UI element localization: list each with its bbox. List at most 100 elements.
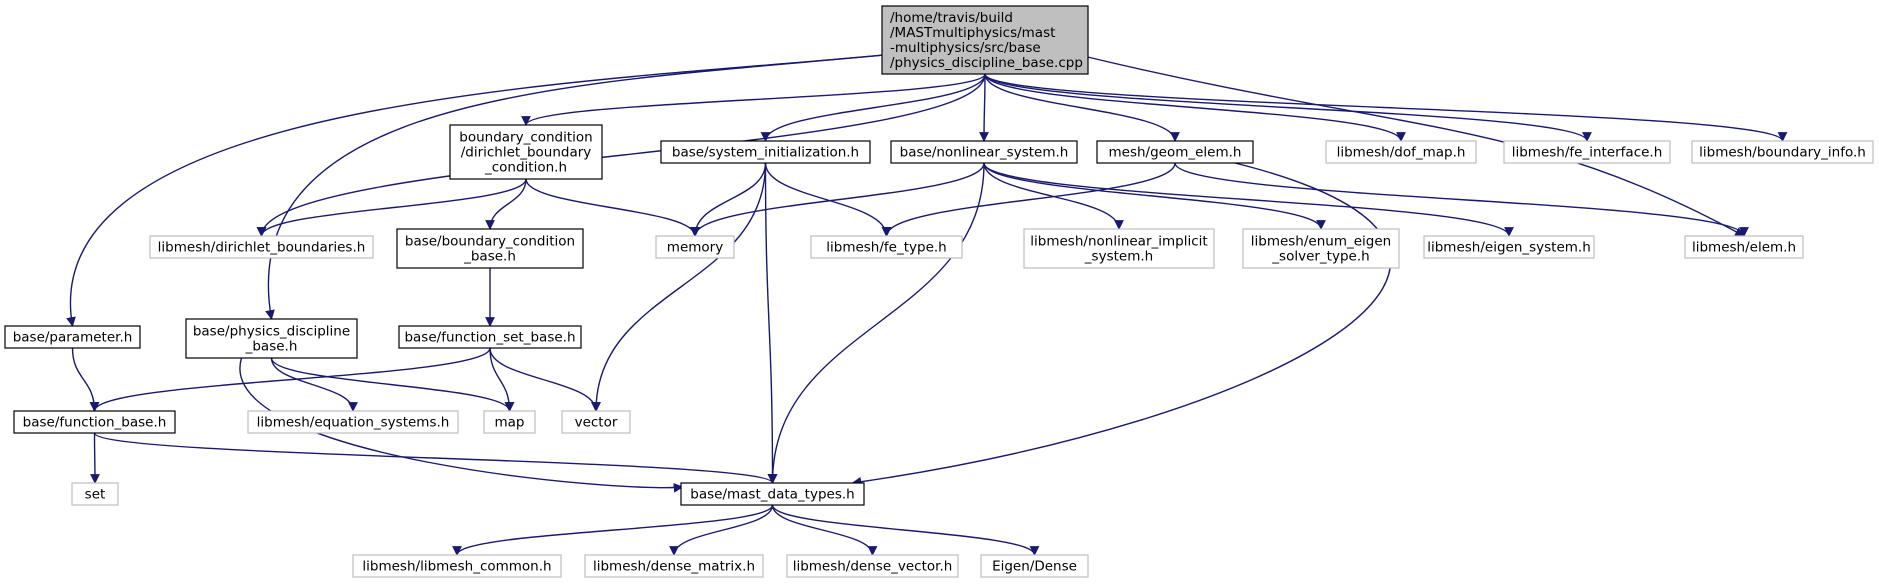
edge-root-to-parameter bbox=[66, 53, 896, 327]
node-box bbox=[396, 228, 584, 269]
node-label-line: _solver_type.h bbox=[1271, 249, 1369, 265]
node-root[interactable]: /home/travis/build/MASTmultiphysics/mast… bbox=[881, 5, 1089, 75]
node-box bbox=[655, 235, 735, 259]
node-label-line: mesh/geom_elem.h bbox=[1109, 145, 1242, 161]
node-dof-map: libmesh/dof_map.h bbox=[1325, 140, 1477, 164]
edge-geom_elem-to-mast_data_types bbox=[851, 162, 1392, 487]
node-box bbox=[247, 410, 459, 434]
node-box bbox=[1023, 228, 1215, 269]
node-label-line: base/function_set_base.h bbox=[404, 330, 575, 346]
edge-mast_data_types-to-dense_matrix bbox=[669, 504, 774, 556]
node-label-line: /MASTmultiphysics/mast bbox=[890, 25, 1055, 41]
node-bc-base[interactable]: base/boundary_condition_base.h bbox=[396, 228, 584, 269]
node-box bbox=[1691, 140, 1874, 164]
node-box bbox=[13, 410, 176, 434]
node-label-line: vector bbox=[575, 415, 618, 431]
edge-root-to-nonlinear bbox=[979, 73, 989, 142]
node-elem: libmesh/elem.h bbox=[1684, 235, 1804, 259]
edge-bc_dirichlet-to-bc_base bbox=[485, 178, 527, 230]
edge-function_base-to-set bbox=[90, 432, 100, 484]
node-dense-vector: libmesh/dense_vector.h bbox=[786, 554, 959, 578]
node-box bbox=[1684, 235, 1804, 259]
edge-function_set-to-function_base bbox=[89, 347, 491, 412]
node-box bbox=[483, 410, 536, 434]
edge-sys_init-to-vector bbox=[591, 162, 767, 412]
edge-sys_init-to-fe_type bbox=[764, 162, 892, 237]
node-box bbox=[398, 325, 582, 349]
node-label-line: /dirichlet_boundary bbox=[461, 145, 592, 161]
node-memory: memory bbox=[655, 235, 735, 259]
node-box bbox=[4, 325, 141, 349]
node-dirichlet-boundaries: libmesh/dirichlet_boundaries.h bbox=[149, 235, 374, 259]
node-label-line: libmesh/dense_vector.h bbox=[793, 559, 953, 575]
edge-nonlinear-to-memory bbox=[690, 162, 985, 237]
node-physics-h[interactable]: base/physics_discipline_base.h bbox=[185, 318, 358, 359]
node-eigen-system: libmesh/eigen_system.h bbox=[1423, 235, 1595, 259]
node-eigen-dense: Eigen/Dense bbox=[980, 554, 1089, 578]
edge-mast_data_types-to-eigen_dense bbox=[771, 504, 1040, 556]
node-function-base[interactable]: base/function_base.h bbox=[13, 410, 176, 434]
node-box bbox=[1423, 235, 1595, 259]
edge-root-to-physics_h bbox=[265, 53, 896, 320]
node-label-line: memory bbox=[667, 240, 723, 256]
edge-physics_h-to-mast_data_types bbox=[239, 357, 684, 493]
node-box bbox=[185, 318, 358, 359]
node-bc-dirichlet[interactable]: boundary_condition/dirichlet_boundary_co… bbox=[449, 124, 603, 180]
node-box bbox=[1242, 228, 1400, 269]
node-label-line: boundary_condition bbox=[459, 130, 593, 146]
node-label-line: libmesh/nonlinear_implicit bbox=[1030, 234, 1207, 250]
node-dense-matrix: libmesh/dense_matrix.h bbox=[584, 554, 764, 578]
node-label-line: libmesh/fe_interface.h bbox=[1512, 145, 1663, 161]
edge-physics_h-to-map bbox=[270, 357, 515, 412]
node-label-line: /home/travis/build bbox=[890, 10, 1013, 26]
edge-nonlinear-to-eigen_system bbox=[983, 162, 1514, 237]
edge-root-to-dirichlet_boundaries bbox=[256, 73, 986, 237]
node-box bbox=[1503, 140, 1671, 164]
node-label-line: base/system_initialization.h bbox=[672, 145, 859, 161]
node-box bbox=[980, 554, 1089, 578]
node-label-line: base/mast_data_types.h bbox=[690, 487, 854, 503]
node-boundary-info: libmesh/boundary_info.h bbox=[1691, 140, 1874, 164]
edge-root-to-bc_dirichlet bbox=[521, 73, 986, 126]
node-label-line: libmesh/libmesh_common.h bbox=[362, 559, 551, 575]
node-enum-eigen: libmesh/enum_eigen_solver_type.h bbox=[1242, 228, 1400, 269]
node-label-line: _base.h bbox=[463, 249, 516, 265]
node-equation-systems: libmesh/equation_systems.h bbox=[247, 410, 459, 434]
node-function-set[interactable]: base/function_set_base.h bbox=[398, 325, 582, 349]
edge-bc_dirichlet-to-memory bbox=[525, 178, 700, 237]
node-sys-init[interactable]: base/system_initialization.h bbox=[660, 140, 871, 164]
node-layer: /home/travis/build/MASTmultiphysics/mast… bbox=[4, 5, 1874, 578]
node-label-line: libmesh/dirichlet_boundaries.h bbox=[158, 240, 366, 256]
node-label-line: libmesh/dense_matrix.h bbox=[593, 559, 755, 575]
edge-root-to-dof_map bbox=[984, 73, 1406, 142]
node-map: map bbox=[483, 410, 536, 434]
edge-root-to-elem bbox=[1074, 53, 1745, 237]
node-label-line: base/physics_discipline bbox=[193, 324, 350, 340]
node-nonlinear[interactable]: base/nonlinear_system.h bbox=[890, 140, 1078, 164]
node-geom-elem[interactable]: mesh/geom_elem.h bbox=[1096, 140, 1254, 164]
edge-function_set-to-vector bbox=[489, 347, 601, 412]
node-parameter[interactable]: base/parameter.h bbox=[4, 325, 141, 349]
edge-bc_dirichlet-to-dirichlet_boundaries bbox=[256, 178, 527, 237]
edge-root-to-fe_interface bbox=[984, 73, 1592, 142]
node-box bbox=[449, 124, 603, 180]
node-label-line: base/function_base.h bbox=[23, 415, 167, 431]
node-set: set bbox=[71, 482, 119, 506]
node-fe-interface: libmesh/fe_interface.h bbox=[1503, 140, 1671, 164]
node-box bbox=[810, 235, 963, 259]
node-label-line: libmesh/dof_map.h bbox=[1337, 145, 1466, 161]
edge-geom_elem-to-elem bbox=[1174, 162, 1749, 237]
node-label-line: _system.h bbox=[1084, 249, 1153, 265]
node-label-line: base/parameter.h bbox=[13, 330, 133, 346]
edge-physics_h-to-equation_systems bbox=[270, 357, 358, 412]
edge-layer bbox=[66, 53, 1788, 556]
node-box bbox=[890, 140, 1078, 164]
edge-nonlinear-to-mast_data_types bbox=[767, 162, 985, 484]
node-box bbox=[352, 554, 562, 578]
node-label-line: libmesh/elem.h bbox=[1692, 240, 1796, 256]
node-mast-data-types[interactable]: base/mast_data_types.h bbox=[680, 482, 865, 506]
node-box bbox=[660, 140, 871, 164]
edge-root-to-boundary_info bbox=[984, 73, 1788, 142]
